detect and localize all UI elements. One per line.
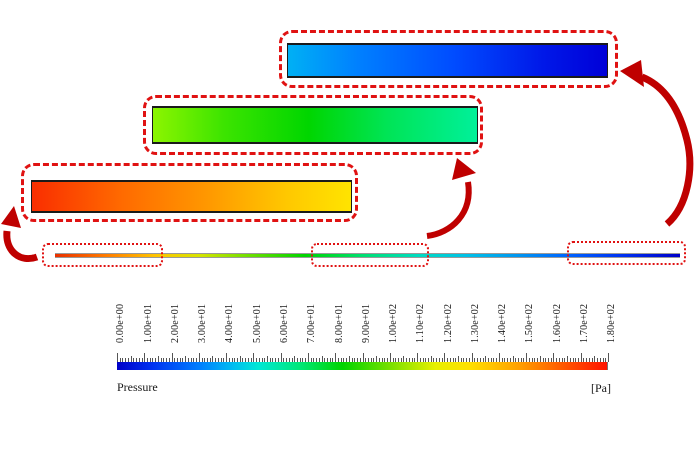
- colorbar-tick-label: 0.00e+00: [115, 303, 127, 343]
- inlet-zoom-bar: [31, 180, 352, 213]
- colorbar-tick-label: 1.30e+02: [469, 303, 481, 343]
- inlet-zoom-region-outline: [42, 243, 163, 267]
- colorbar-title: Pressure: [117, 380, 158, 394]
- colorbar-tick-label: 8.00e+01: [333, 303, 345, 343]
- middle-zoom-region-outline: [311, 243, 429, 267]
- colorbar-tick-label: 1.00e+02: [388, 303, 399, 343]
- colorbar-tick-label: 1.50e+02: [524, 303, 536, 343]
- colorbar-units-label: [Pa]: [591, 381, 611, 395]
- arrow-to-outlet-inset: [620, 60, 694, 227]
- middle-zoom-bar: [152, 106, 478, 144]
- colorbar-tick-label: 1.70e+02: [578, 303, 590, 343]
- colorbar-tick-label: 1.80e+02: [606, 303, 618, 343]
- outlet-zoom-bar: [287, 43, 608, 78]
- inlet-zoom-inset-box: [21, 163, 358, 222]
- colorbar-tick-label: 6.00e+01: [278, 303, 290, 343]
- colorbar-tick-label: 2.00e+01: [169, 303, 181, 343]
- channel-pressure-bar: [55, 253, 680, 258]
- colorbar-ruler-ticks: [117, 353, 609, 362]
- colorbar-tick-label: 5.00e+01: [251, 303, 263, 343]
- middle-zoom-inset-box: [143, 95, 483, 155]
- outlet-zoom-region-outline: [567, 241, 686, 265]
- outlet-zoom-inset-box: [279, 30, 618, 88]
- colorbar-tick-label: 1.60e+02: [551, 303, 563, 343]
- arrow-to-middle-inset: [426, 158, 476, 239]
- colorbar-gradient: [117, 362, 608, 370]
- colorbar-tick-label: 9.00e+01: [360, 303, 372, 343]
- colorbar-tick-label: 3.00e+01: [197, 303, 209, 343]
- colorbar-tick-label: 1.40e+02: [497, 303, 509, 343]
- colorbar-tick-label: 4.00e+01: [224, 303, 236, 343]
- colorbar-tick-label: 1.20e+02: [442, 303, 454, 343]
- colorbar-tick-label: 7.00e+01: [306, 303, 318, 343]
- colorbar-tick-label: 1.00e+01: [142, 303, 154, 343]
- colorbar-tick-label: 1.10e+02: [415, 303, 427, 343]
